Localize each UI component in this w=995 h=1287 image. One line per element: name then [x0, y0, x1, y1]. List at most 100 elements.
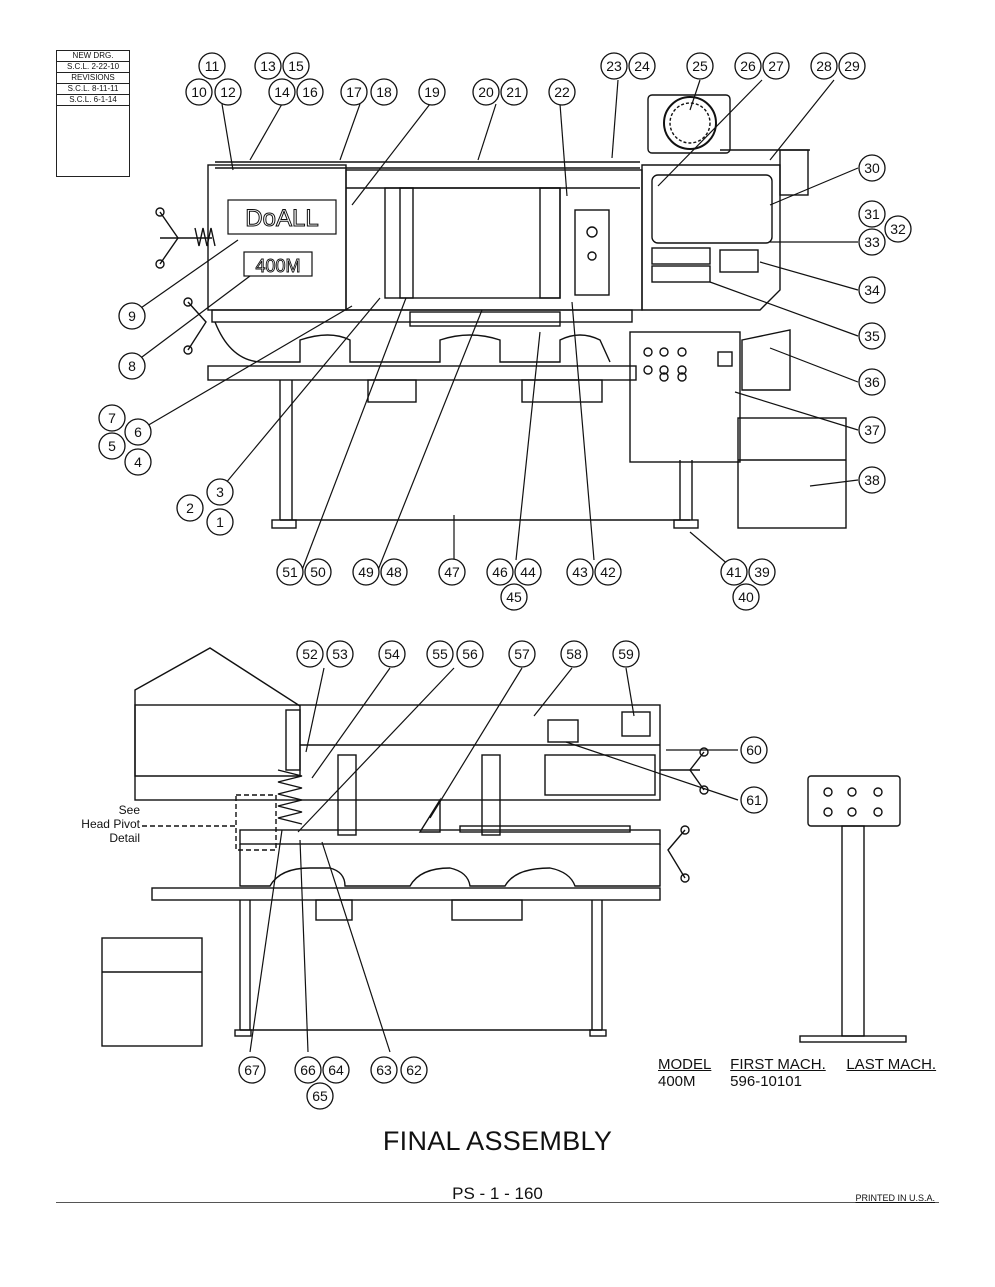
revision-entry-2: S.C.L. 6-1-14 [57, 95, 129, 106]
callout-number: 7 [108, 410, 116, 426]
callout-number: 4 [134, 454, 142, 470]
callout-balloon-44: 44 [514, 558, 542, 586]
callout-balloon-31: 31 [858, 200, 886, 228]
callout-balloon-61: 61 [740, 786, 768, 814]
callout-number: 14 [274, 84, 290, 100]
svg-text:DoALL: DoALL [245, 205, 318, 232]
callout-number: 48 [386, 564, 402, 580]
electrical-enclosure [629, 331, 741, 463]
callout-number: 62 [406, 1062, 422, 1078]
callout-number: 56 [462, 646, 478, 662]
callout-number: 58 [566, 646, 582, 662]
callout-balloon-10: 10 [185, 78, 213, 106]
callout-balloon-14: 14 [268, 78, 296, 106]
callout-number: 46 [492, 564, 508, 580]
callout-balloon-24: 24 [628, 52, 656, 80]
drive-housing [641, 164, 781, 311]
callout-balloon-66: 66 [294, 1056, 322, 1084]
callout-number: 51 [282, 564, 298, 580]
callout-balloon-55: 55 [426, 640, 454, 668]
callout-balloon-58: 58 [560, 640, 588, 668]
callout-number: 60 [746, 742, 762, 758]
callout-number: 23 [606, 58, 622, 74]
callout-balloon-20: 20 [472, 78, 500, 106]
drawing-title: FINAL ASSEMBLY [382, 1126, 613, 1156]
model-value: 400M [658, 1073, 696, 1090]
callout-balloon-33: 33 [858, 228, 886, 256]
callout-balloon-63: 63 [370, 1056, 398, 1084]
callout-number: 10 [191, 84, 207, 100]
callout-number: 61 [746, 792, 762, 808]
callout-balloon-46: 46 [486, 558, 514, 586]
callout-number: 22 [554, 84, 570, 100]
callout-number: 49 [358, 564, 374, 580]
callout-number: 64 [328, 1062, 344, 1078]
callout-number: 1 [216, 514, 224, 530]
vise-bed [211, 309, 633, 323]
saw-frame [345, 169, 643, 311]
callout-balloon-41: 41 [720, 558, 748, 586]
callout-number: 3 [216, 484, 224, 500]
callout-number: 20 [478, 84, 494, 100]
callout-balloon-23: 23 [600, 52, 628, 80]
callout-balloon-15: 15 [282, 52, 310, 80]
model-table-row: 400M 596-10101 [658, 1073, 936, 1090]
callout-balloon-51: 51 [276, 558, 304, 586]
callout-number: 54 [384, 646, 400, 662]
callout-number: 28 [816, 58, 832, 74]
page-number: PS - 1 - 160 [452, 1184, 543, 1203]
head-pivot-detail-note: See Head Pivot Detail [70, 803, 140, 845]
callout-number: 52 [302, 646, 318, 662]
callout-number: 34 [864, 282, 880, 298]
callout-number: 33 [864, 234, 880, 250]
callout-number: 41 [726, 564, 742, 580]
callout-balloon-38: 38 [858, 466, 886, 494]
callout-balloon-37: 37 [858, 416, 886, 444]
callout-number: 42 [600, 564, 616, 580]
callout-balloon-49: 49 [352, 558, 380, 586]
callout-balloon-28: 28 [810, 52, 838, 80]
callout-balloon-9: 9 [118, 302, 146, 330]
model-table: MODEL FIRST MACH. LAST MACH. 400M 596-10… [658, 1056, 936, 1090]
callout-balloon-56: 56 [456, 640, 484, 668]
callout-number: 31 [864, 206, 880, 222]
callout-balloon-2: 2 [176, 494, 204, 522]
callout-number: 26 [740, 58, 756, 74]
callout-balloon-17: 17 [340, 78, 368, 106]
callout-balloon-40: 40 [732, 583, 760, 611]
svg-text:400M: 400M [255, 256, 300, 276]
motor [647, 94, 731, 154]
callout-balloon-7: 7 [98, 404, 126, 432]
first-mach-value: 596-10101 [730, 1073, 802, 1090]
callout-balloon-19: 19 [418, 78, 446, 106]
callout-number: 59 [618, 646, 634, 662]
callout-balloon-59: 59 [612, 640, 640, 668]
callout-balloon-67: 67 [238, 1056, 266, 1084]
last-mach-col-header: LAST MACH. [846, 1056, 937, 1073]
callout-balloon-52: 52 [296, 640, 324, 668]
model-col-header: MODEL [658, 1056, 712, 1073]
callout-balloon-50: 50 [304, 558, 332, 586]
callout-balloon-65: 65 [306, 1082, 334, 1110]
callout-number: 39 [754, 564, 770, 580]
pendant-control-box [807, 775, 901, 827]
callout-balloon-8: 8 [118, 352, 146, 380]
model-table-header: MODEL FIRST MACH. LAST MACH. [658, 1056, 936, 1073]
callout-number: 37 [864, 422, 880, 438]
callout-balloon-62: 62 [400, 1056, 428, 1084]
pendant-base [799, 1035, 907, 1043]
model-badge: 400M [243, 251, 313, 277]
callout-number: 25 [692, 58, 708, 74]
callout-balloon-3: 3 [206, 478, 234, 506]
callout-number: 5 [108, 438, 116, 454]
callout-number: 9 [128, 308, 136, 324]
footer-rule [56, 1202, 939, 1203]
callout-balloon-1: 1 [206, 508, 234, 536]
callout-balloon-22: 22 [548, 78, 576, 106]
revision-entry-1: S.C.L. 8-11-11 [57, 84, 129, 95]
callout-number: 66 [300, 1062, 316, 1078]
callout-balloon-6: 6 [124, 418, 152, 446]
callout-balloon-42: 42 [594, 558, 622, 586]
callout-number: 17 [346, 84, 362, 100]
